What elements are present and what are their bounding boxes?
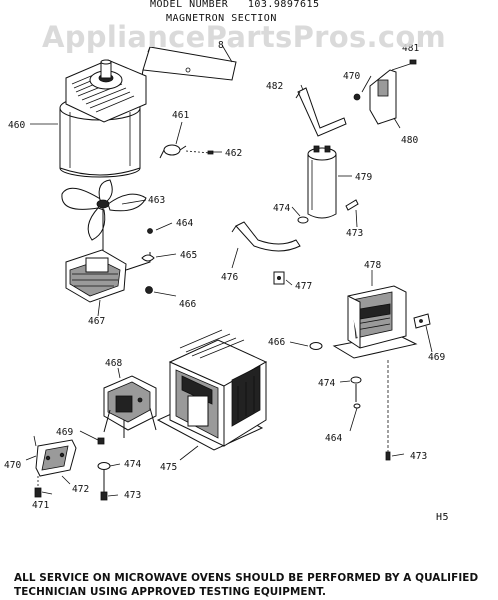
part-label: 477 xyxy=(295,281,312,292)
part-label: 474 xyxy=(318,378,335,389)
hv-transformer-part xyxy=(332,285,431,359)
part-label: 467 xyxy=(88,316,105,327)
relay-hardware-part xyxy=(97,437,111,501)
part-label: 470 xyxy=(343,71,360,82)
capacitor-hardware-part xyxy=(297,199,359,224)
watermark: AppliancePartsPros.com xyxy=(42,20,447,54)
fan-blade-part xyxy=(61,179,147,256)
service-warning-line1: ALL SERVICE ON MICROWAVE OVENS SHOULD BE… xyxy=(14,572,479,584)
clip-part xyxy=(273,271,285,285)
part-label: 473 xyxy=(346,228,363,239)
capacitor-part xyxy=(307,145,337,219)
part-label: 482 xyxy=(266,81,283,92)
transformer-hardware-part xyxy=(309,342,391,461)
corner-code: H5 xyxy=(436,512,450,523)
part-label: 470 xyxy=(4,460,21,471)
part-label: 480 xyxy=(401,135,418,146)
fan-motor-part xyxy=(65,249,151,303)
part-label: 478 xyxy=(364,260,381,271)
part-label: 463 xyxy=(148,195,165,206)
part-label: 474 xyxy=(124,459,141,470)
part-label: 462 xyxy=(225,148,242,159)
part-label: 469 xyxy=(56,427,73,438)
diode-mount-part xyxy=(353,59,417,125)
part-label: 479 xyxy=(355,172,372,183)
part-label: 481 xyxy=(402,43,419,54)
part-label: 468 xyxy=(105,358,122,369)
part-label: 8 xyxy=(218,40,224,51)
part-label: 464 xyxy=(176,218,193,229)
power-transformer-part xyxy=(156,329,268,451)
motor-hardware-part xyxy=(141,228,155,294)
model-number-label: MODEL NUMBER 103.9897615 xyxy=(150,0,320,10)
part-label: 473 xyxy=(124,490,141,501)
part-label: 471 xyxy=(32,500,49,511)
part-label: 472 xyxy=(72,484,89,495)
part-label: 476 xyxy=(221,272,238,283)
switch-bracket-part xyxy=(33,435,77,498)
part-label: 474 xyxy=(273,203,290,214)
part-label: 473 xyxy=(410,451,427,462)
part-label: 469 xyxy=(428,352,445,363)
part-label: 475 xyxy=(160,462,177,473)
part-label: 466 xyxy=(268,337,285,348)
part-label: 466 xyxy=(179,299,196,310)
service-warning-line2: TECHNICIAN USING APPROVED TESTING EQUIPM… xyxy=(14,586,327,598)
part-label: 460 xyxy=(8,120,25,131)
leader-lines xyxy=(25,44,433,497)
part-label: 465 xyxy=(180,250,197,261)
thermal-protector-part xyxy=(159,144,214,159)
capacitor-clamp-part xyxy=(231,221,301,252)
model-label-text: MODEL NUMBER xyxy=(150,0,229,10)
relay-part xyxy=(103,375,157,438)
part-label: 461 xyxy=(172,110,189,121)
magnetron-part xyxy=(59,59,147,178)
model-number-value: 103.9897615 xyxy=(247,0,320,10)
section-title: MAGNETRON SECTION xyxy=(166,13,277,24)
part-label: 464 xyxy=(325,433,342,444)
strap-bracket-part xyxy=(295,87,347,137)
